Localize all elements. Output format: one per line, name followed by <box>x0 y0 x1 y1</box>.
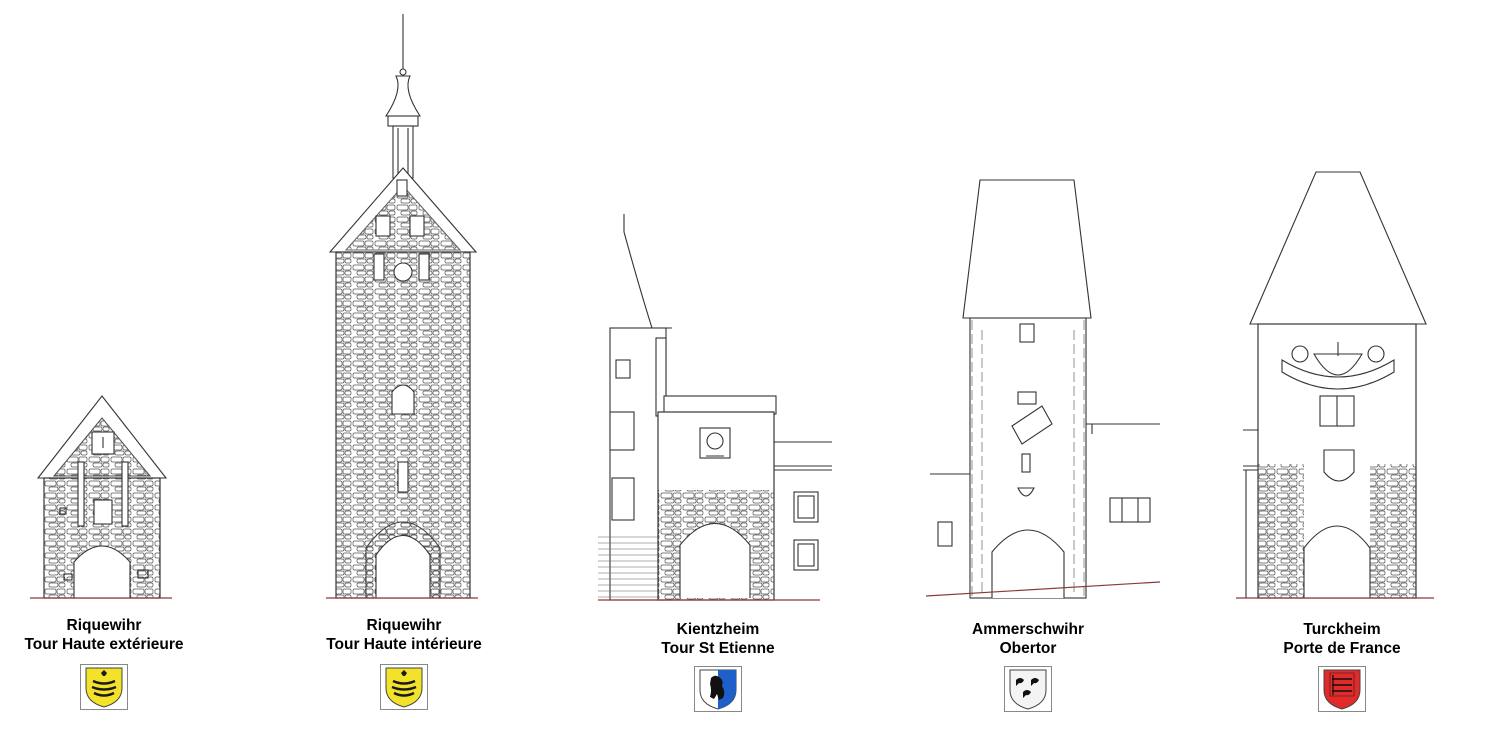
tower-turckheim <box>1243 171 1427 599</box>
tower-riquewihr-exterieure <box>36 395 168 599</box>
caption-town: Riquewihr <box>66 617 142 634</box>
caption-tower-name: Tour St Etienne <box>661 640 775 657</box>
caption-town: Ammerschwihr <box>972 621 1084 638</box>
ground-lines <box>30 581 1434 601</box>
tower-ammerschwihr <box>930 179 1160 599</box>
coat-of-arms-ammerschwihr <box>1004 666 1052 712</box>
caption-town: Kientzheim <box>676 621 760 638</box>
coat-of-arms-kientzheim <box>694 666 742 712</box>
caption-tower-name: Obertor <box>999 640 1057 657</box>
coat-of-arms-riquewihr-interieure <box>380 664 428 710</box>
caption-tower-name: Tour Haute intérieure <box>326 636 482 653</box>
tower-kientzheim <box>598 214 832 601</box>
caption-town: Riquewihr <box>366 617 442 634</box>
caption-tower-name: Tour Haute extérieure <box>24 636 184 653</box>
caption-tower-name: Porte de France <box>1283 640 1401 657</box>
coat-of-arms-riquewihr-exterieure <box>80 664 128 710</box>
caption-town: Turckheim <box>1303 621 1381 638</box>
coat-of-arms-turckheim <box>1318 666 1366 712</box>
tower-riquewihr-interieure <box>328 14 478 599</box>
